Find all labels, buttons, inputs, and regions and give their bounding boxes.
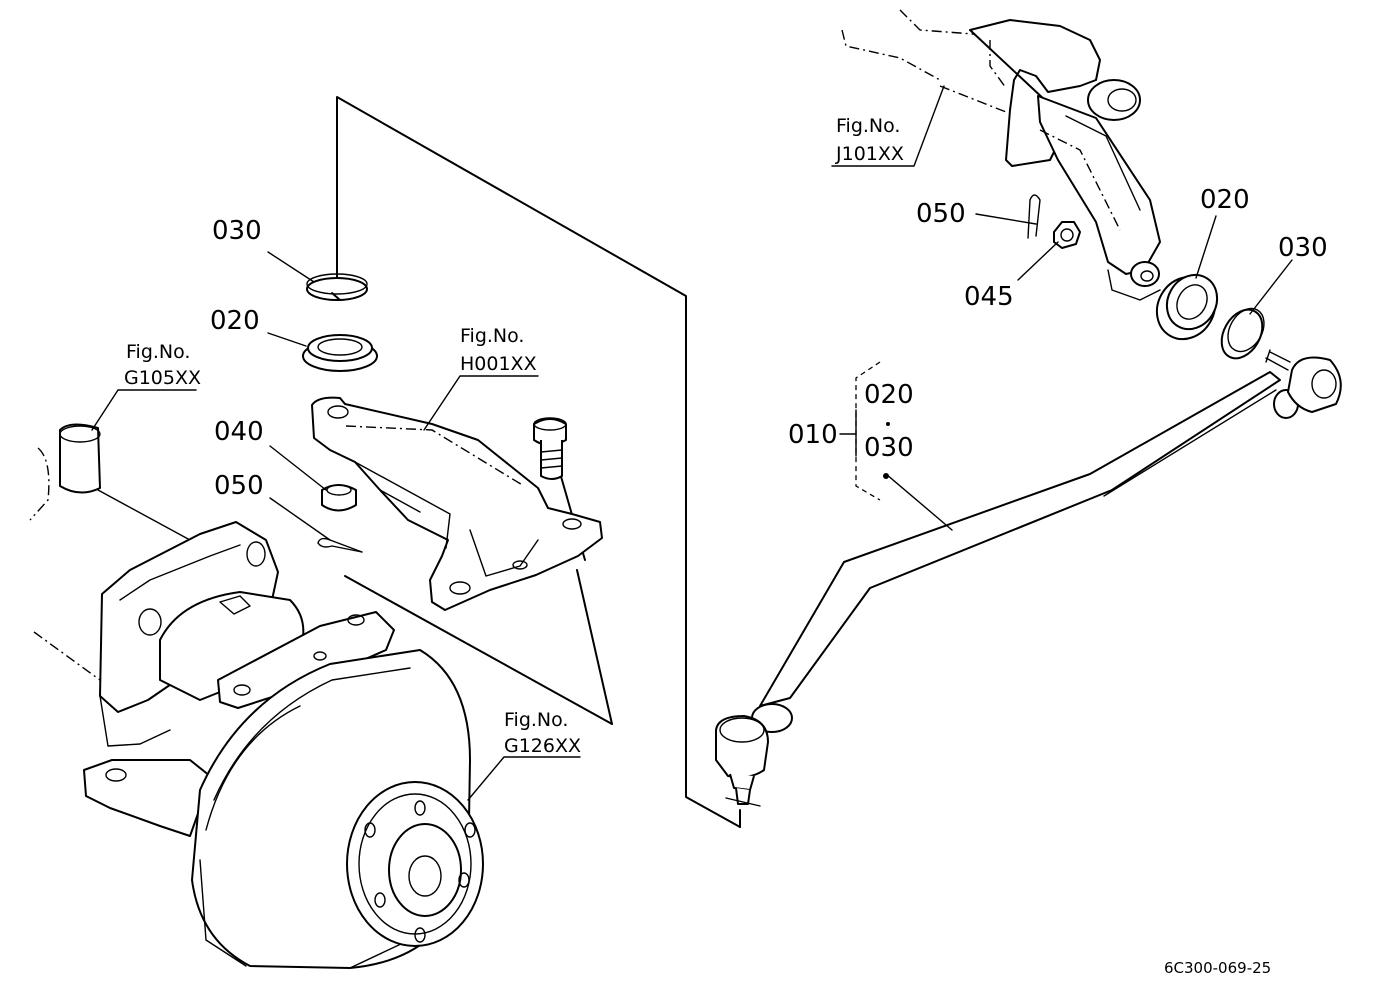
g126-leader-line	[467, 756, 581, 801]
callout-020-assembly-sub: 020	[864, 380, 914, 410]
leader-045-right	[1017, 241, 1059, 281]
callout-045-right: 045	[964, 282, 1014, 312]
leader-030-left	[267, 251, 315, 283]
callout-010-assembly: 010	[788, 420, 838, 450]
j101-leader-line	[831, 85, 945, 167]
bolt-left	[533, 417, 567, 480]
wheel-hub	[191, 649, 484, 969]
g105-leader-line	[91, 389, 197, 431]
h001-leader-line	[423, 375, 539, 431]
cotter-pin-050-left	[317, 537, 363, 553]
axle-housing	[29, 423, 395, 837]
callout-040-left: 040	[214, 417, 264, 447]
nut-045-right	[1053, 221, 1081, 249]
nut-040-left	[321, 484, 357, 512]
cotter-pin-050-right	[1027, 194, 1041, 239]
callout-030-right: 030	[1278, 233, 1328, 263]
leader-040-left	[269, 445, 327, 491]
fig-ref-g105-prefix: Fig.No.	[126, 341, 190, 363]
fig-ref-g126-number: G126XX	[504, 735, 581, 757]
fig-ref-h001-number: H001XX	[460, 353, 537, 375]
snap-ring-030-right	[1220, 307, 1265, 360]
dust-seal-020-left	[302, 334, 378, 372]
callout-030-assembly-sub: 030	[864, 433, 914, 463]
leader-020-left	[267, 332, 307, 347]
callout-020-left: 020	[210, 306, 260, 336]
leader-050-right	[975, 213, 1037, 225]
steering-arm	[311, 396, 603, 611]
snap-ring-030-left	[306, 273, 368, 301]
tie-rod-end-right	[1265, 349, 1342, 413]
callout-030-left: 030	[212, 216, 262, 246]
leader-050-left	[269, 497, 331, 541]
assembly-bracket	[839, 361, 881, 501]
callout-050-right: 050	[916, 199, 966, 229]
leader-020-right	[1195, 215, 1217, 279]
leader-030-right	[1249, 259, 1293, 315]
callout-020-right: 020	[1200, 185, 1250, 215]
separator-dot	[886, 422, 890, 426]
fig-ref-j101-number: J101XX	[835, 143, 904, 165]
tie-rod-end-left	[715, 703, 793, 807]
fig-ref-g126-prefix: Fig.No.	[504, 709, 568, 731]
tie-rod	[759, 371, 1299, 707]
callout-050-left: 050	[214, 471, 264, 501]
fig-ref-h001-prefix: Fig.No.	[460, 325, 524, 347]
leader-010-assembly	[885, 473, 953, 531]
fig-ref-j101-prefix: Fig.No.	[836, 115, 900, 137]
dust-seal-020-right	[1155, 273, 1219, 341]
leader-dot-010	[883, 473, 889, 479]
pitman-arm-assembly	[841, 9, 1161, 301]
drawing-code: 6C300-069-25	[1164, 959, 1271, 977]
fig-ref-g105-number: G105XX	[124, 367, 201, 389]
